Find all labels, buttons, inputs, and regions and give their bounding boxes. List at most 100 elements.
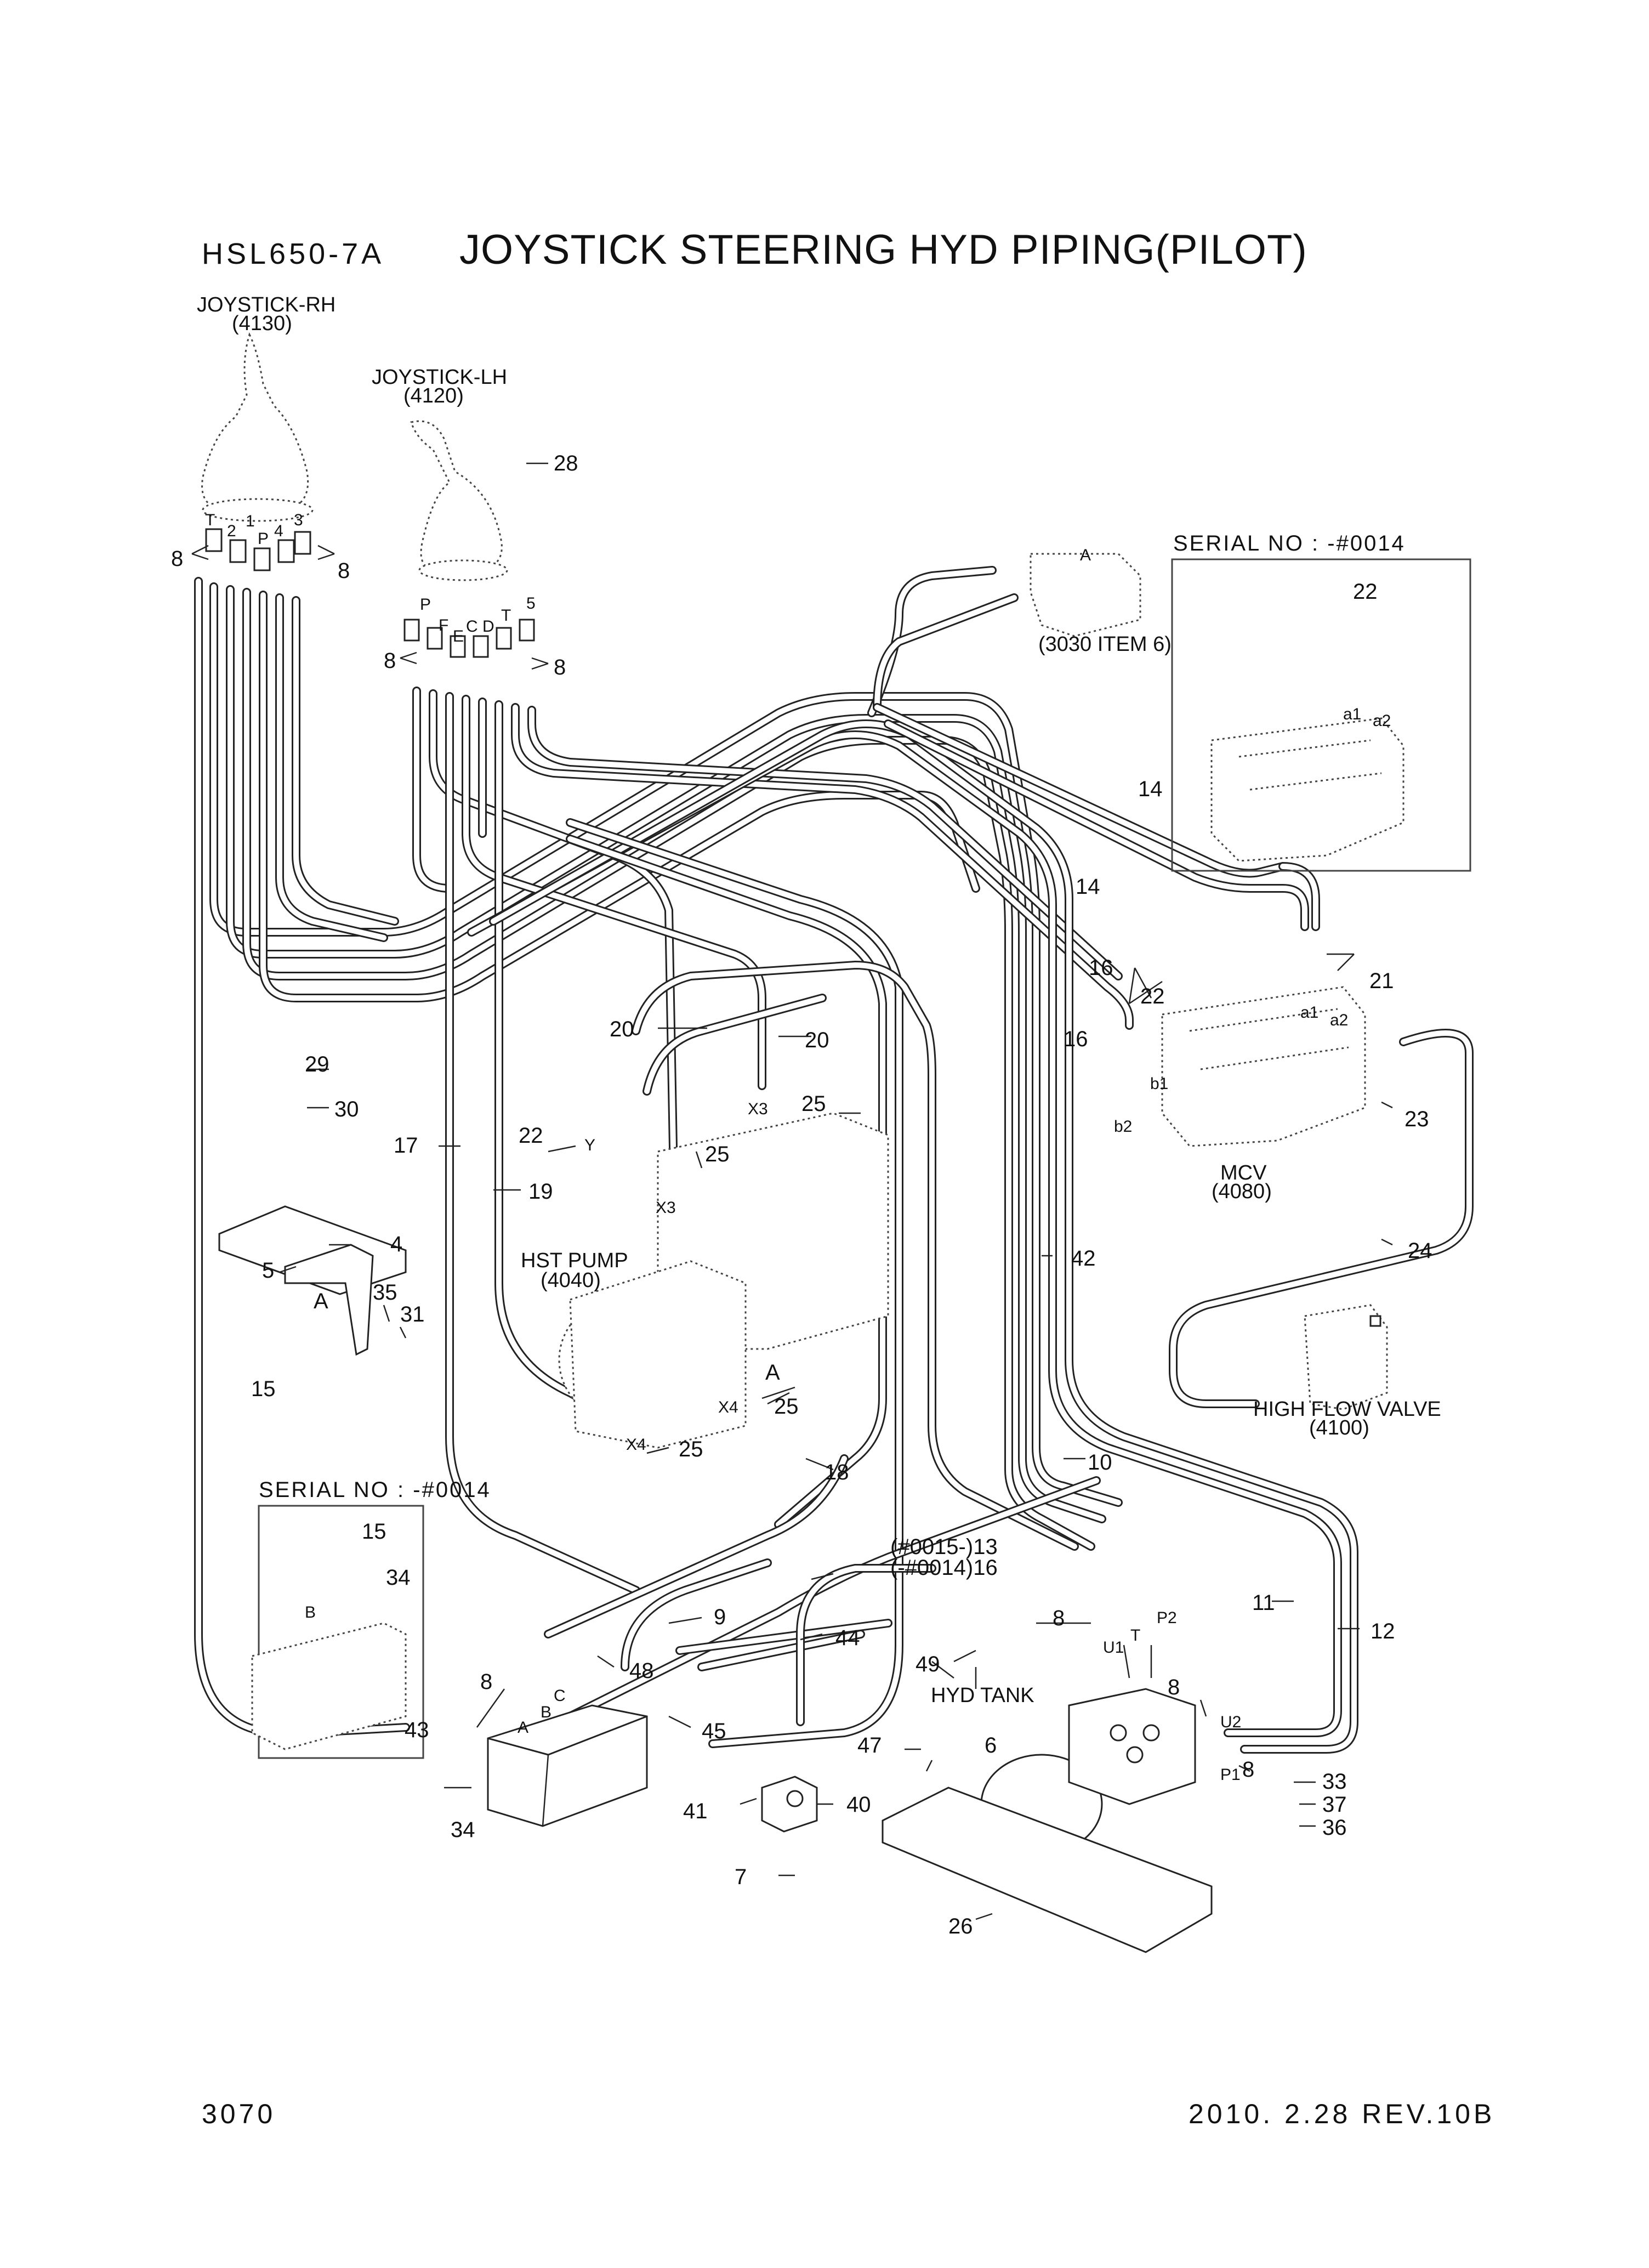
port-a2: a2 xyxy=(1330,1011,1348,1029)
port-1: 1 xyxy=(246,512,255,530)
callout-4: 4 xyxy=(390,1232,402,1256)
callout-20: 20 xyxy=(610,1017,634,1041)
fitting-8 xyxy=(450,635,466,658)
port-2: 2 xyxy=(227,522,236,540)
callout-18: 18 xyxy=(824,1460,849,1484)
callout-17: 17 xyxy=(394,1133,418,1158)
callout-9: 9 xyxy=(714,1605,726,1629)
callout-24: 24 xyxy=(1408,1239,1432,1263)
callout-8: 8 xyxy=(554,655,566,679)
callout-31: 31 xyxy=(400,1302,425,1326)
port-T: T xyxy=(1130,1626,1140,1645)
port-C: C xyxy=(554,1687,566,1705)
callout-8: 8 xyxy=(1168,1675,1180,1699)
callout-26: 26 xyxy=(948,1914,973,1938)
port-X4: X4 xyxy=(626,1436,646,1454)
callout-25: 25 xyxy=(679,1437,703,1461)
fitting-8 xyxy=(229,539,247,563)
callout-29: 29 xyxy=(305,1052,329,1076)
hyd-tank-label: HYD TANK xyxy=(931,1684,1034,1707)
port-X4: X4 xyxy=(718,1398,738,1416)
fitting-8 xyxy=(473,635,489,658)
port-b1: b1 xyxy=(1150,1075,1168,1093)
callout-6: 6 xyxy=(985,1733,997,1757)
callout-45: 45 xyxy=(702,1719,726,1743)
callout-37: 37 xyxy=(1322,1793,1347,1817)
fitting-8 xyxy=(427,627,443,650)
callout-19: 19 xyxy=(528,1180,553,1204)
fitting-8 xyxy=(277,539,295,563)
callout-23: 23 xyxy=(1405,1107,1429,1131)
callout-15: 15 xyxy=(251,1377,276,1401)
callout-48: 48 xyxy=(629,1659,654,1683)
callout-34: 34 xyxy=(451,1818,475,1842)
pipe-crossing-lines xyxy=(467,566,1474,1754)
pipe-bundle-joystick-lh xyxy=(412,687,1134,1595)
high-flow-valve-label: HIGH FLOW VALVE xyxy=(1253,1398,1441,1421)
page-number: 3070 xyxy=(202,2099,276,2129)
port-a2: a2 xyxy=(1373,712,1391,730)
block-34 xyxy=(487,1704,648,1827)
port-a1: a1 xyxy=(1343,705,1361,723)
joystick-rh xyxy=(201,332,314,522)
port-F: F xyxy=(439,616,448,634)
fitting-8 xyxy=(205,528,223,552)
serial-note-lower: SERIAL NO : -#0014 xyxy=(259,1478,491,1502)
fitting-8 xyxy=(403,619,420,642)
callout-21: 21 xyxy=(1369,969,1394,993)
port-A: A xyxy=(1080,546,1091,564)
port-C: C xyxy=(466,617,478,636)
callout-numbers: 28 8 8 8 8 22 14 14 21 16 22 16 23 24 20… xyxy=(171,451,1432,1938)
callout-22: 22 xyxy=(519,1124,543,1148)
callout-22: 22 xyxy=(1353,580,1378,604)
port-5: 5 xyxy=(526,594,536,613)
revision-date: 2010. 2.28 REV.10B xyxy=(1189,2099,1496,2129)
mcv-lower xyxy=(1161,986,1366,1147)
callout-36: 36 xyxy=(1322,1816,1347,1840)
joystick-lh-label: JOYSTICK-LH xyxy=(372,366,507,389)
callout-8: 8 xyxy=(480,1670,492,1694)
joystick-rh-ref: (4130) xyxy=(232,312,292,335)
callout-30: 30 xyxy=(334,1097,359,1121)
callout-28: 28 xyxy=(554,451,578,475)
callout-44: 44 xyxy=(835,1626,860,1650)
port-P: P xyxy=(420,596,431,614)
valve-block-40 xyxy=(761,1776,818,1833)
callout-14: 14 xyxy=(1076,875,1100,899)
port-D: D xyxy=(482,617,494,636)
callout-43: 43 xyxy=(405,1718,429,1742)
mcv-upper xyxy=(1210,717,1405,862)
model-number: HSL650-7A xyxy=(202,237,385,270)
port-a1: a1 xyxy=(1300,1003,1318,1022)
mcv-ref: (4080) xyxy=(1212,1180,1272,1203)
callout-11: 11 xyxy=(1252,1591,1275,1615)
page-title: JOYSTICK STEERING HYD PIPING(PILOT) xyxy=(459,226,1307,273)
callout-47: 47 xyxy=(857,1733,882,1757)
callout-8: 8 xyxy=(1053,1606,1065,1630)
port-3: 3 xyxy=(294,511,303,529)
port-P1: P1 xyxy=(1220,1766,1241,1784)
block-34-inset xyxy=(251,1622,407,1750)
mcv-label: MCV xyxy=(1220,1161,1267,1184)
port-E: E xyxy=(453,627,464,645)
callout-25: 25 xyxy=(774,1394,799,1419)
joystick-rh-label: JOYSTICK-RH xyxy=(197,293,336,316)
callout-16: 16 xyxy=(1089,956,1113,980)
port-P2: P2 xyxy=(1157,1609,1177,1627)
callout-25: 25 xyxy=(705,1142,730,1166)
port-X3: X3 xyxy=(656,1199,676,1217)
callout-13: (#0015-)13 xyxy=(890,1535,998,1559)
joystick-lh xyxy=(410,420,508,581)
callout-12: 12 xyxy=(1371,1619,1395,1643)
fittings-8 xyxy=(205,528,535,658)
port-B: B xyxy=(305,1603,316,1621)
port-U1: U1 xyxy=(1103,1638,1124,1657)
callout-33: 33 xyxy=(1322,1770,1347,1794)
serial-box-upper xyxy=(1171,558,1471,872)
callout-16: 16 xyxy=(1064,1027,1088,1051)
hst-pump xyxy=(558,1112,889,1449)
callout-A: A xyxy=(314,1289,328,1313)
port-X3: X3 xyxy=(748,1100,768,1118)
hst-pump-label: HST PUMP xyxy=(521,1249,628,1272)
